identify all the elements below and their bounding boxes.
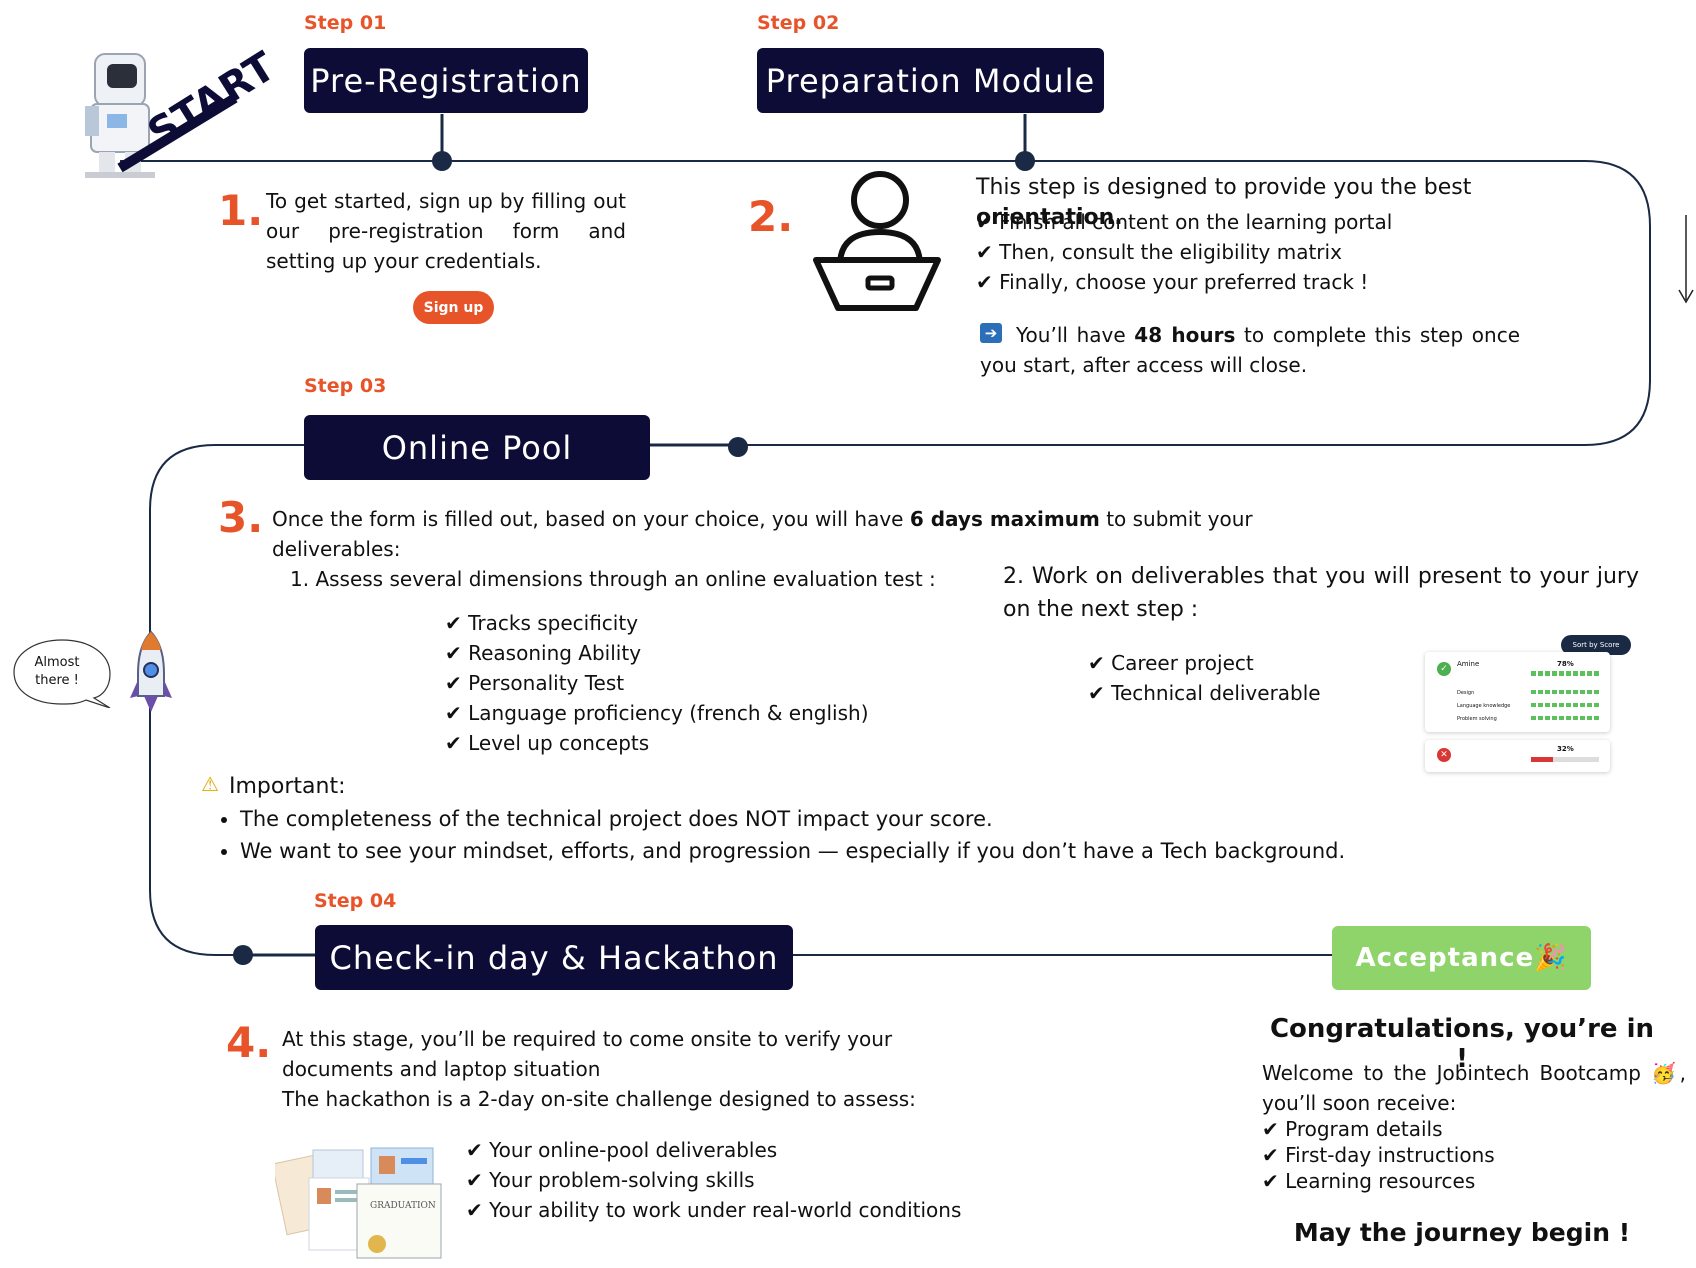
laptop-user-icon (813, 171, 941, 311)
score-bar (1531, 690, 1599, 694)
path-node-3 (728, 437, 748, 457)
list-item: Reasoning Ability (445, 638, 869, 668)
list-item: Program details (1262, 1116, 1495, 1142)
step1-number: 1. (218, 186, 264, 235)
step2-title: Preparation Module (757, 48, 1104, 113)
score-card-top: ✓ Amine 78% Design Language knowledge Pr… (1425, 652, 1610, 732)
warning-icon: ⚠ (201, 772, 219, 796)
list-item: Career project (1088, 648, 1321, 678)
path-node-1 (432, 151, 452, 171)
step2-note-end: to complete this step once you start, af… (980, 323, 1520, 377)
step3-part1-checklist: Tracks specificity Reasoning Ability Per… (445, 608, 869, 758)
congrats-heading: Congratulations, you’re in ! (1269, 1014, 1655, 1074)
list-item: Finally, choose your preferred track ! (976, 267, 1392, 297)
check-icon: ✓ (1437, 662, 1451, 676)
step4-text2: The hackathon is a 2-day on-site challen… (282, 1087, 916, 1111)
step2-intro-text: This step is designed to provide you the… (976, 175, 1472, 200)
important-list: The completeness of the technical projec… (216, 803, 1640, 867)
step3-part2-checklist: Career project Technical deliverable (1088, 648, 1321, 708)
bubble-text: Almost there ! (34, 655, 80, 688)
list-item: Language proficiency (french & english) (445, 698, 868, 728)
important-label: Important: (229, 774, 346, 799)
step2-number: 2. (748, 192, 794, 241)
step3-part2-title: 2. Work on deliverables that you will pr… (1003, 564, 1639, 622)
acceptance-badge: Acceptance🎉 (1332, 926, 1591, 990)
list-item: Learning resources (1262, 1168, 1495, 1194)
list-item: Personality Test (445, 668, 869, 698)
error-icon: ✕ (1437, 748, 1451, 762)
step3-tag: Step 03 (304, 375, 387, 397)
step3-intro-end: to submit your deliverables: (272, 507, 1253, 561)
list-item: Your online-pool deliverables (466, 1135, 961, 1165)
score-card-name: Amine (1457, 660, 1480, 668)
acceptance-checklist: Program details First-day instructions L… (1262, 1116, 1495, 1194)
score-card-pct1: 78% (1557, 660, 1574, 668)
step3-title: Online Pool (304, 415, 650, 480)
step1-title: Pre-Registration (304, 48, 588, 113)
signup-button[interactable]: Sign up (413, 291, 494, 324)
step3-intro-bold: 6 days maximum (909, 507, 1100, 531)
step1-tag: Step 01 (304, 12, 387, 34)
score-bar (1531, 671, 1599, 676)
list-item: First-day instructions (1262, 1142, 1495, 1168)
score-bar (1531, 757, 1599, 762)
list-item: Tracks specificity (445, 608, 869, 638)
step2-note-bold: 48 hours (1134, 323, 1236, 347)
score-card-row: Language knowledge (1457, 703, 1511, 709)
rocket-icon (130, 630, 172, 712)
sort-by-score-button: Sort by Score (1561, 635, 1631, 655)
score-card: Sort by Score ✓ Amine 78% Design Languag… (1425, 632, 1631, 772)
step4-tag: Step 04 (314, 890, 397, 912)
certificate-text: GRADUATION (370, 1201, 436, 1211)
step2-tag: Step 02 (757, 12, 840, 34)
speech-bubble (13, 639, 111, 708)
step2-note: You’ll have 48 hours to complete this st… (980, 320, 1520, 380)
list-item: We want to see your mindset, efforts, an… (240, 835, 1640, 867)
step3-part1-title: 1. Assess several dimensions through an … (290, 567, 936, 591)
step4-title: Check-in day & Hackathon (315, 925, 793, 990)
score-card-pct2: 32% (1557, 745, 1574, 753)
list-item: Technical deliverable (1088, 678, 1320, 708)
step3-number: 3. (218, 493, 264, 542)
list-item: The completeness of the technical projec… (240, 803, 1640, 835)
score-card-bottom: ✕ 32% (1425, 740, 1610, 772)
score-card-row: Design (1457, 690, 1475, 696)
score-card-row: Problem solving (1457, 716, 1497, 722)
step3-intro: Once the form is filled out, based on yo… (272, 504, 1372, 564)
score-bar (1531, 703, 1599, 707)
list-item: Your problem-solving skills (466, 1165, 961, 1195)
welcome-text: Welcome to the Jobintech Bootcamp 🥳, you… (1262, 1061, 1686, 1115)
step2-checklist: Finish all content on the learning porta… (976, 207, 1392, 297)
path-node-4 (233, 945, 253, 965)
path-node-2 (1015, 151, 1035, 171)
list-item: Your ability to work under real-world co… (466, 1195, 961, 1225)
step4-text1: At this stage, you’ll be required to com… (282, 1027, 893, 1081)
astronaut-start-icon (85, 53, 238, 178)
list-item: Level up concepts (445, 728, 869, 758)
step3-intro-text: Once the form is filled out, based on yo… (272, 507, 910, 531)
step1-text: To get started, sign up by filling out o… (266, 189, 626, 273)
certificates-icon (275, 1147, 442, 1259)
score-bar (1531, 716, 1599, 720)
list-item: Finish all content on the learning porta… (976, 207, 1392, 237)
list-item: Then, consult the eligibility matrix (976, 237, 1392, 267)
step2-note-text: You’ll have (1016, 323, 1135, 347)
closing-line: May the journey begin ! (1293, 1218, 1631, 1247)
step4-checklist: Your online-pool deliverables Your probl… (466, 1135, 961, 1225)
step4-number: 4. (226, 1018, 272, 1067)
arrow-right-icon: ➔ (980, 323, 1002, 343)
